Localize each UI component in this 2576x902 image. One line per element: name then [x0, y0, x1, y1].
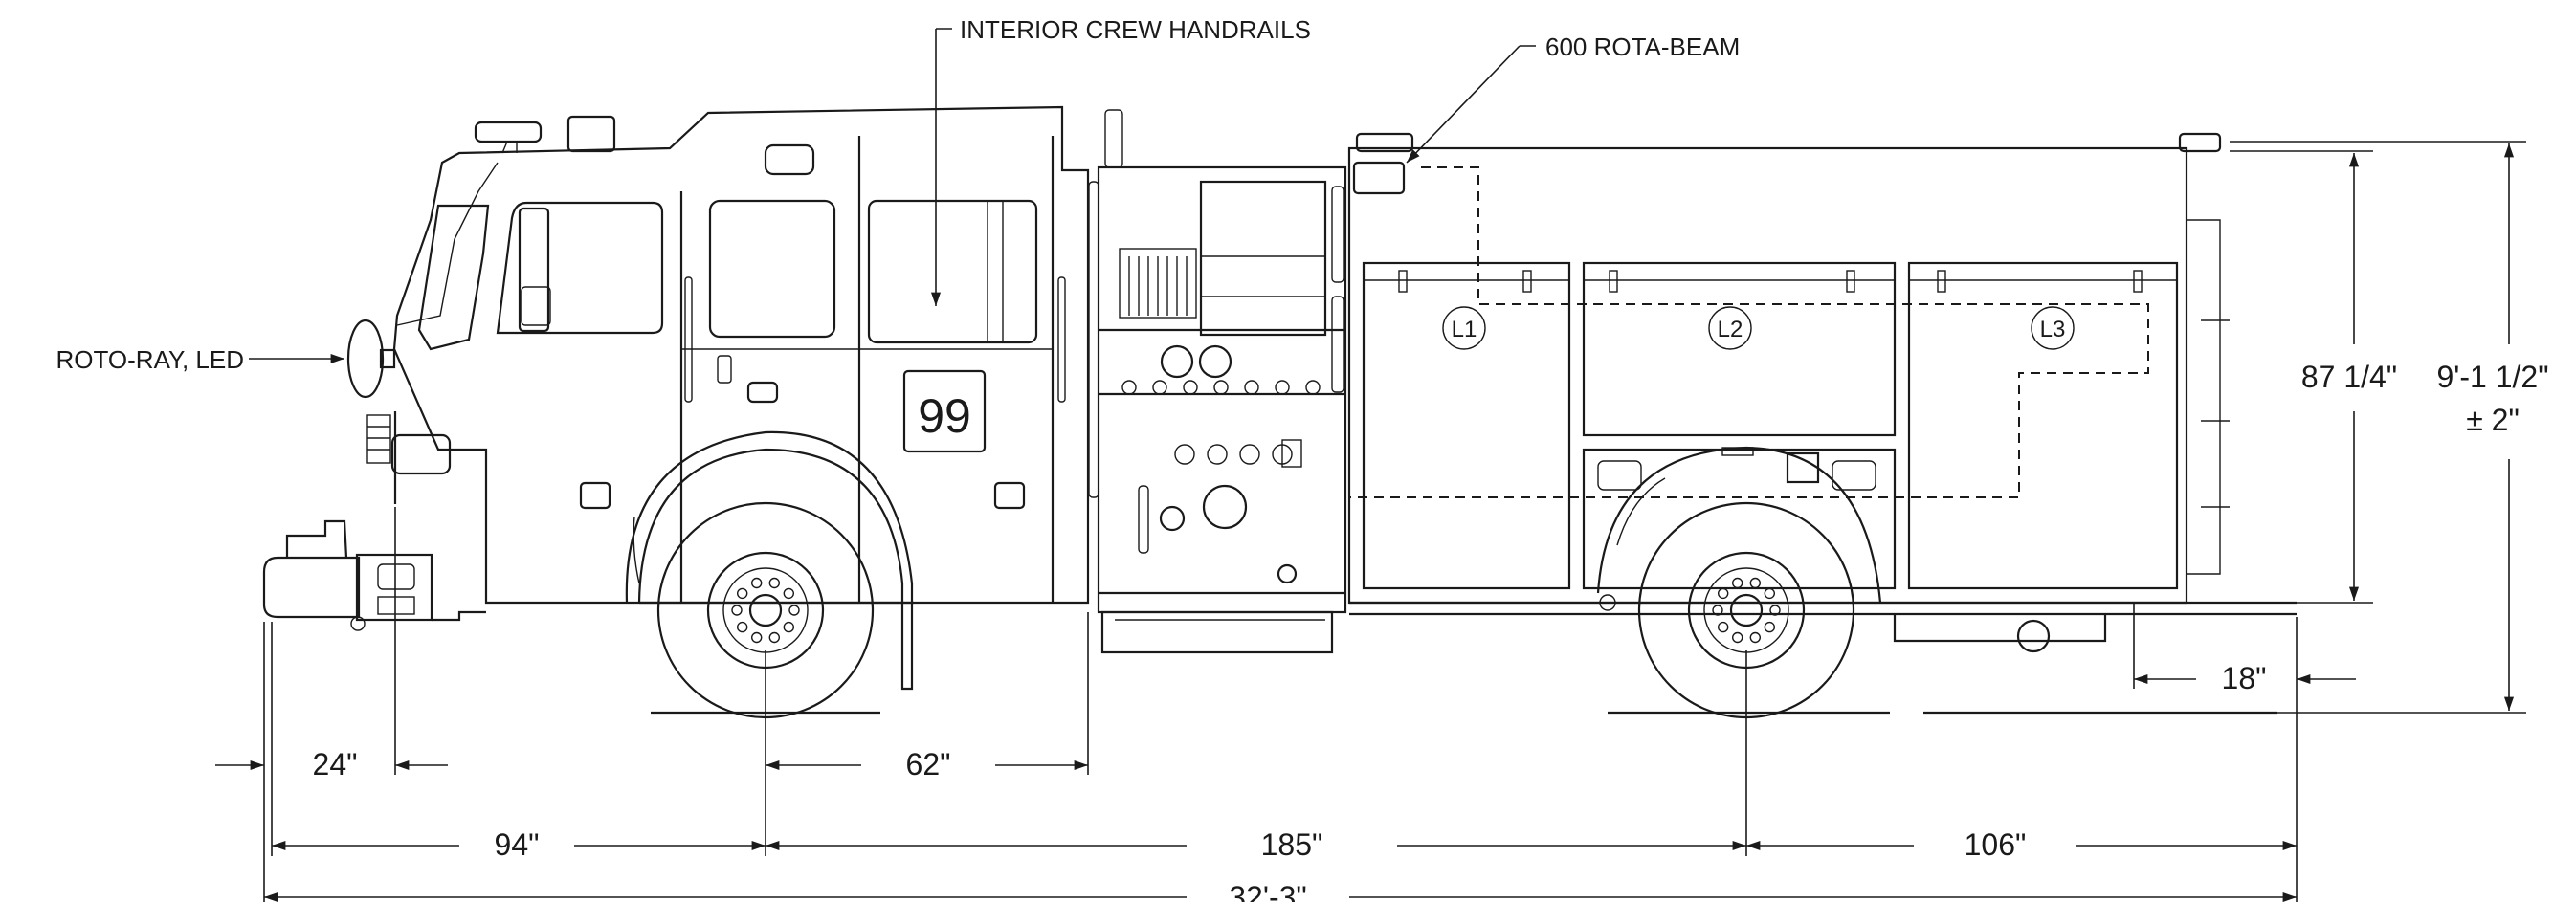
lug-nut	[751, 631, 763, 644]
panel-gauge	[1152, 380, 1167, 395]
panel-gauge	[1207, 444, 1228, 465]
dimension-labels: 24" 62" 94" 185" 106" 32'-3" 87 1/4" 9'-…	[313, 360, 2549, 902]
pump-handrails	[1088, 109, 1344, 498]
compartment-l2-label: L2	[1718, 317, 1743, 342]
dim-body-height: 87 1/4"	[2301, 360, 2397, 394]
roto-ray-light-icon	[346, 319, 396, 399]
lug-nut	[1712, 605, 1723, 616]
cab: 99	[366, 105, 1090, 605]
dim-front-overhang: 94"	[495, 827, 540, 862]
lug-nut	[788, 605, 800, 616]
compartment-l3-label: L3	[2040, 317, 2066, 342]
dim-overall-height-tolerance: ± 2"	[2466, 403, 2520, 437]
panel-gauge	[1305, 380, 1321, 395]
lug-nut	[783, 587, 794, 600]
panel-gauge	[1213, 380, 1229, 395]
compartment-labels: L1 L2 L3	[1442, 306, 2075, 350]
panel-gauge	[1174, 444, 1195, 465]
pump-panel	[1097, 165, 1347, 654]
rear-wheel	[1596, 446, 2277, 719]
dim-rear-step: 18"	[2222, 661, 2267, 695]
lug-nut	[768, 577, 780, 589]
apparatus-body	[1347, 132, 2297, 653]
lug-nut	[1749, 631, 1762, 644]
lug-nut	[768, 631, 780, 644]
lug-nut	[1769, 605, 1781, 616]
lug-nut	[751, 577, 763, 589]
lug-nut	[1717, 587, 1729, 600]
unit-number: 99	[918, 389, 971, 443]
front-bumper	[262, 519, 486, 631]
callout-interior-handrails-text: INTERIOR CREW HANDRAILS	[960, 15, 1311, 44]
rota-beam-hose-route	[1349, 166, 2149, 498]
panel-gauge	[1121, 380, 1137, 395]
front-wheel	[625, 430, 914, 719]
callout-roto-ray-text: ROTO-RAY, LED	[56, 345, 245, 374]
lug-nut	[1749, 577, 1762, 589]
lug-nut	[1717, 621, 1729, 633]
callout-interior-handrails: INTERIOR CREW HANDRAILS	[930, 15, 1311, 306]
callout-roto-ray: ROTO-RAY, LED	[56, 345, 344, 374]
lug-nut	[737, 587, 748, 600]
dim-rear-overhang: 106"	[1965, 827, 2027, 862]
lug-nut	[731, 605, 743, 616]
callout-rota-beam-text: 600 ROTA-BEAM	[1545, 33, 1740, 61]
lug-nut	[1764, 587, 1776, 600]
panel-gauge	[1244, 380, 1259, 395]
dim-front-bumper: 24"	[313, 747, 358, 781]
dim-wheelbase: 185"	[1261, 827, 1323, 862]
lug-nut	[1731, 577, 1743, 589]
panel-gauge	[1275, 380, 1290, 395]
dim-front-axle-to-cab: 62"	[906, 747, 951, 781]
lug-nut	[783, 621, 794, 633]
compartment-l1-label: L1	[1452, 317, 1477, 342]
panel-gauge	[1239, 444, 1260, 465]
dimension-lines	[215, 141, 2526, 902]
callout-rota-beam: 600 ROTA-BEAM	[1406, 33, 1740, 164]
lug-nut	[737, 621, 748, 633]
dim-overall-height: 9'-1 1/2"	[2436, 360, 2548, 394]
lug-nut	[1731, 631, 1743, 644]
lug-nut	[1764, 621, 1776, 633]
panel-gauge	[1183, 380, 1198, 395]
dim-overall-length: 32'-3"	[1229, 880, 1307, 902]
